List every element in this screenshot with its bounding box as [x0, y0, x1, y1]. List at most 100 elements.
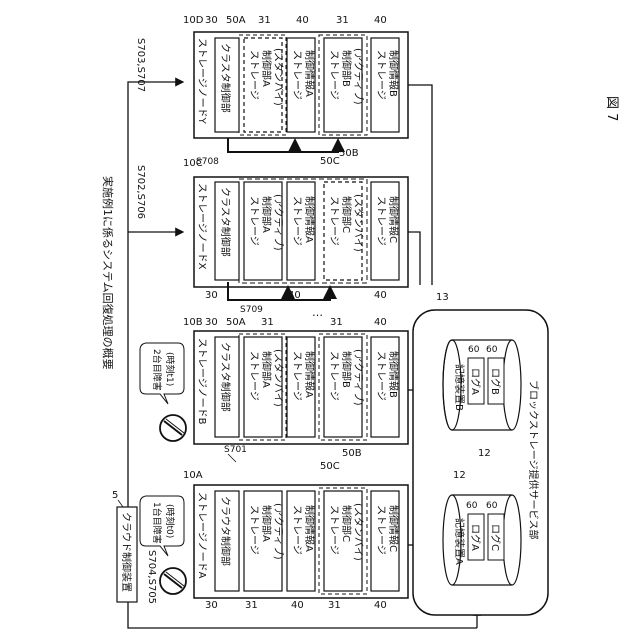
svg-text:50C: 50C: [320, 156, 340, 167]
svg-text:30: 30: [205, 290, 218, 301]
svg-text:50C: 50C: [320, 461, 340, 472]
svg-text:制御部B: 制御部B: [340, 50, 353, 87]
svg-text:50A: 50A: [226, 317, 246, 328]
svg-text:制御部B: 制御部B: [340, 351, 353, 388]
svg-text:制御情報A: 制御情報A: [303, 351, 316, 398]
svg-text:制御情報C: 制御情報C: [387, 196, 400, 243]
node-y-name: ストレージノードY: [196, 38, 207, 125]
failure-marker-2: 2台目障害 (時刻t1): [140, 343, 186, 441]
storage-node-b: 10B ストレージノードB クラスタ制御部 ストレージ 制御部A (スタンバイ)…: [183, 317, 408, 459]
svg-text:40: 40: [374, 600, 387, 611]
block-storage-service: 13 ブロックストレージ提供サービス部 記憶装置B ログA ログB 60 60 …: [413, 292, 548, 615]
svg-text:制御情報A: 制御情報A: [303, 50, 316, 97]
svg-text:30: 30: [205, 317, 218, 328]
storage-node-a: 10A ストレージノードA クラウタ制御部 ストレージ 制御部A (アクティブ)…: [183, 461, 408, 611]
svg-text:31: 31: [258, 15, 271, 26]
svg-text:制御情報B: 制御情報B: [387, 50, 400, 97]
svg-text:制御情報C: 制御情報C: [387, 505, 400, 552]
node-b-name: ストレージノードB: [196, 338, 207, 425]
node-x-name: ストレージノードX: [196, 183, 207, 270]
svg-text:31: 31: [261, 317, 274, 328]
svg-text:ストレージ: ストレージ: [248, 196, 259, 246]
ellipsis: …: [312, 306, 323, 319]
svg-text:60: 60: [486, 501, 498, 511]
svg-text:制御部A: 制御部A: [260, 505, 273, 542]
svg-text:(アクティブ): (アクティブ): [272, 194, 285, 251]
svg-text:(スタンバイ): (スタンバイ): [352, 194, 364, 252]
svg-text:ストレージ: ストレージ: [291, 505, 302, 555]
step-s701: S701: [224, 445, 247, 455]
node-a-name: ストレージノードA: [196, 492, 207, 579]
svg-text:ストレージ: ストレージ: [375, 351, 386, 401]
svg-text:ストレージ: ストレージ: [248, 505, 259, 555]
svg-text:クラスタ制御部: クラスタ制御部: [219, 43, 232, 113]
svg-text:ストレージ: ストレージ: [291, 50, 302, 100]
svg-text:ストレージ: ストレージ: [375, 50, 386, 100]
svg-text:ストレージ: ストレージ: [291, 196, 302, 246]
svg-text:50A: 50A: [226, 15, 246, 26]
svg-text:2台目障害: 2台目障害: [151, 349, 163, 391]
svg-text:(アクティブ): (アクティブ): [272, 503, 285, 560]
svg-text:制御部C: 制御部C: [340, 196, 353, 233]
svg-text:制御情報A: 制御情報A: [303, 196, 316, 243]
svg-text:記憶装置A: 記憶装置A: [453, 518, 466, 565]
svg-text:40: 40: [296, 15, 309, 26]
svg-text:クラスタ制御部: クラスタ制御部: [219, 187, 232, 257]
svg-text:10D: 10D: [183, 15, 204, 26]
svg-text:(アクティブ): (アクティブ): [352, 48, 365, 105]
svg-text:クラウド制御装置: クラウド制御装置: [120, 512, 133, 592]
cloud-ref: 5: [112, 490, 118, 501]
svg-text:40: 40: [374, 15, 387, 26]
svg-text:クラウタ制御部: クラウタ制御部: [219, 496, 232, 566]
svg-text:(時刻t1): (時刻t1): [164, 352, 176, 386]
storage-node-x: 10C ストレージノードX クラスタ制御部 ストレージ 制御部A (アクティブ)…: [183, 156, 408, 301]
svg-text:ストレージ: ストレージ: [375, 505, 386, 555]
svg-text:ストレージ: ストレージ: [328, 50, 339, 100]
step-s703: S703,S707: [135, 38, 146, 92]
svg-text:クラスタ制御部: クラスタ制御部: [219, 342, 232, 412]
figure-label: 図 7: [604, 96, 619, 121]
svg-text:制御情報A: 制御情報A: [303, 505, 316, 552]
svg-text:ログA: ログA: [469, 368, 482, 395]
svg-text:40: 40: [291, 600, 304, 611]
svg-text:記憶装置B: 記憶装置B: [453, 364, 466, 411]
svg-text:50B: 50B: [339, 148, 359, 159]
svg-text:60: 60: [486, 345, 498, 355]
svg-text:12: 12: [478, 448, 491, 459]
svg-text:31: 31: [328, 600, 341, 611]
svg-text:13: 13: [436, 292, 449, 303]
svg-text:ストレージ: ストレージ: [248, 50, 259, 100]
svg-text:制御部C: 制御部C: [340, 505, 353, 542]
svg-text:30: 30: [205, 15, 218, 26]
step-s702: S702,S706: [135, 165, 146, 219]
svg-text:ログB: ログB: [489, 368, 502, 395]
diagram-title: 実施例1に係るシステム回復処理の概要: [101, 176, 115, 370]
svg-text:30: 30: [205, 600, 218, 611]
svg-text:ストレージ: ストレージ: [291, 351, 302, 401]
svg-text:ログA: ログA: [469, 524, 482, 551]
svg-text:ログC: ログC: [489, 524, 502, 551]
svg-text:(スタンバイ): (スタンバイ): [272, 349, 284, 407]
svg-text:40: 40: [374, 290, 387, 301]
svg-text:10A: 10A: [183, 470, 203, 481]
svg-text:31: 31: [245, 600, 258, 611]
svg-text:(アクティブ): (アクティブ): [352, 349, 365, 406]
svg-text:60: 60: [466, 501, 478, 511]
svg-text:(スタンバイ): (スタンバイ): [272, 48, 284, 106]
step-s704: S704,S705: [146, 550, 157, 604]
svg-text:31: 31: [336, 15, 349, 26]
svg-text:(スタンバイ): (スタンバイ): [352, 503, 364, 561]
svg-text:制御部A: 制御部A: [260, 196, 273, 233]
svg-text:ブロックストレージ提供サービス部: ブロックストレージ提供サービス部: [527, 380, 540, 540]
svg-text:制御部A: 制御部A: [260, 50, 273, 87]
svg-text:40: 40: [374, 317, 387, 328]
step-s709: S709: [240, 305, 263, 315]
cloud-controller: クラウド制御装置 5: [112, 490, 137, 602]
storage-node-y: 10D ストレージノードY クラスタ制御部 ストレージ 制御部A (スタンバイ)…: [183, 15, 408, 159]
svg-text:1台目障害: 1台目障害: [151, 502, 163, 544]
svg-text:(時刻t0): (時刻t0): [164, 504, 176, 538]
svg-text:ストレージ: ストレージ: [375, 196, 386, 246]
svg-text:ストレージ: ストレージ: [328, 196, 339, 246]
svg-text:制御部A: 制御部A: [260, 351, 273, 388]
